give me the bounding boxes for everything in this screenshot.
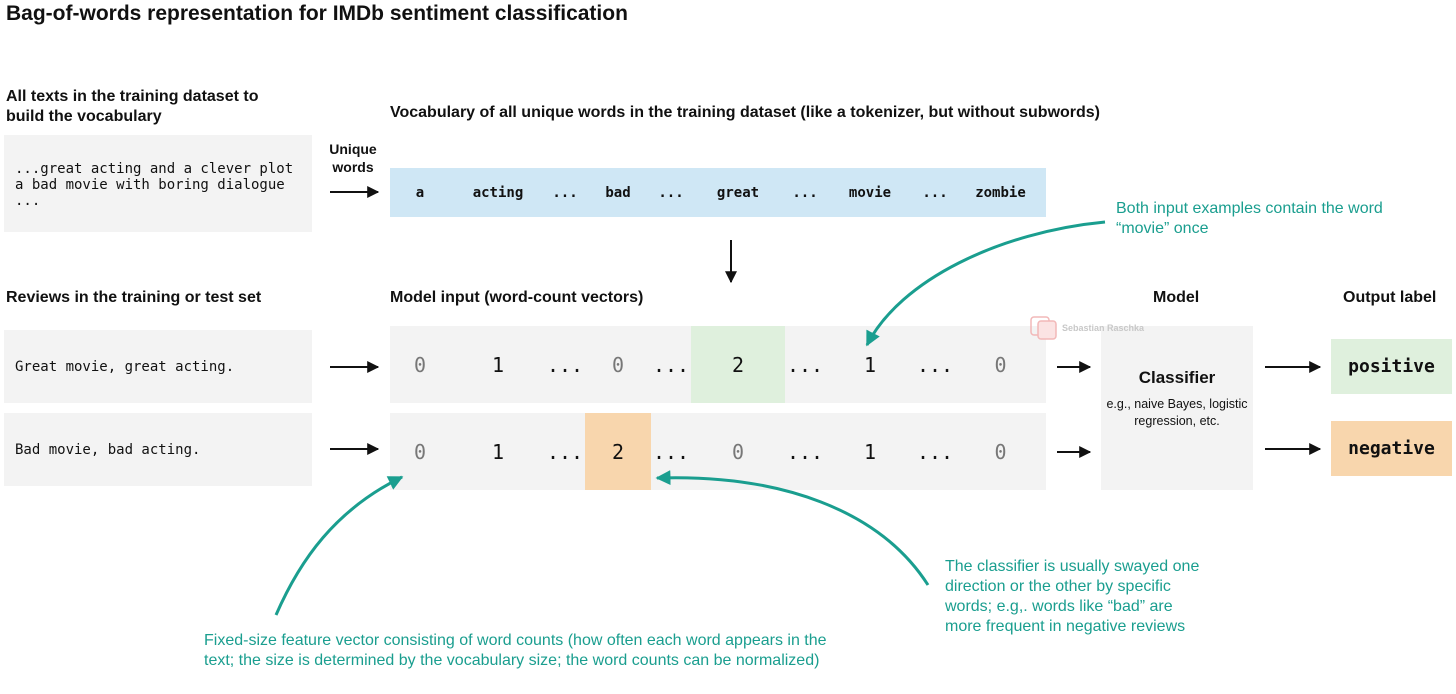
vector-cell: ... [546,439,584,464]
vector-cell: 0 [731,439,745,464]
vocab-heading: Vocabulary of all unique words in the tr… [390,104,1101,121]
vector-cell-highlight: 2 [691,326,785,403]
reviews-heading: Reviews in the training or test set [6,289,262,306]
vocab-word: ... [658,184,684,201]
vector-cell: 0 [413,439,427,464]
vocab-word: bad [605,184,631,201]
vocab-word: great [716,184,760,201]
corpus-line: a bad movie with boring dialogue [15,177,285,193]
vector-cell: ... [546,352,584,377]
annotation-movie: Both input examples contain the word “mo… [1116,200,1383,237]
watermark: Sebastian Raschka [1030,316,1144,340]
annotation-arrow-vector [274,475,404,616]
vector-cell: 1 [863,439,877,464]
classifier-box: Classifier e.g., naive Bayes, logistic r… [1101,326,1253,490]
output-heading: Output label [1343,289,1437,306]
count-vector-negative: 0 1 ... 2 ... 0 ... 1 ... 0 [390,413,1046,490]
vocab-word: a [415,184,425,201]
annotation-fixed-size: Fixed-size feature vector consisting of … [204,632,827,669]
vocab-word: ... [552,184,578,201]
watermark-logo-icon [1030,316,1057,340]
vector-cell: ... [652,352,690,377]
vector-cell: ... [786,352,824,377]
classifier-name: Classifier [1138,368,1216,387]
vector-cell: 0 [994,352,1007,377]
annotation-arrow-bad [655,470,930,586]
vector-cell-highlight: 2 [585,413,651,490]
label-negative: negative [1331,421,1452,476]
vocab-word: ... [922,184,948,201]
vector-cell: 1 [491,439,505,464]
vocabulary-bar: a acting ... bad ... great ... movie ...… [390,168,1046,217]
vector-cell: 0 [611,352,625,377]
vocab-word: zombie [975,184,1026,201]
vector-cell: ... [916,352,954,377]
review-positive: Great movie, great acting. [4,330,312,403]
corpus-heading: All texts in the training dataset to bui… [6,88,259,125]
corpus-line: ...great acting and a clever plot [15,161,294,177]
vocab-word: ... [792,184,818,201]
classifier-description: e.g., naive Bayes, logistic regression, … [1106,397,1248,428]
model-input-heading: Model input (word-count vectors) [390,289,644,306]
vector-cell: ... [652,439,690,464]
corpus-line: ... [15,193,41,209]
vector-cell: 0 [994,439,1007,464]
vector-cell: 1 [863,352,877,377]
vocab-word: acting [472,184,524,201]
corpus-box: ...great acting and a clever plot a bad … [4,135,312,232]
vector-cell: 1 [491,352,505,377]
watermark-text: Sebastian Raschka [1062,323,1145,333]
unique-words-label: Unique words [329,141,377,175]
vector-cell: ... [916,439,954,464]
model-heading: Model [1153,289,1200,306]
vector-cell: ... [786,439,824,464]
label-positive: positive [1331,339,1452,394]
page-title: Bag-of-words representation for IMDb sen… [6,2,628,25]
vector-cell: 0 [413,352,427,377]
annotation-sway: The classifier is usually swayed one dir… [945,558,1200,635]
count-vector-positive: 0 1 ... 0 ... 2 ... 1 ... 0 [390,326,1046,403]
vocab-word: movie [848,184,892,201]
review-negative: Bad movie, bad acting. [4,413,312,486]
